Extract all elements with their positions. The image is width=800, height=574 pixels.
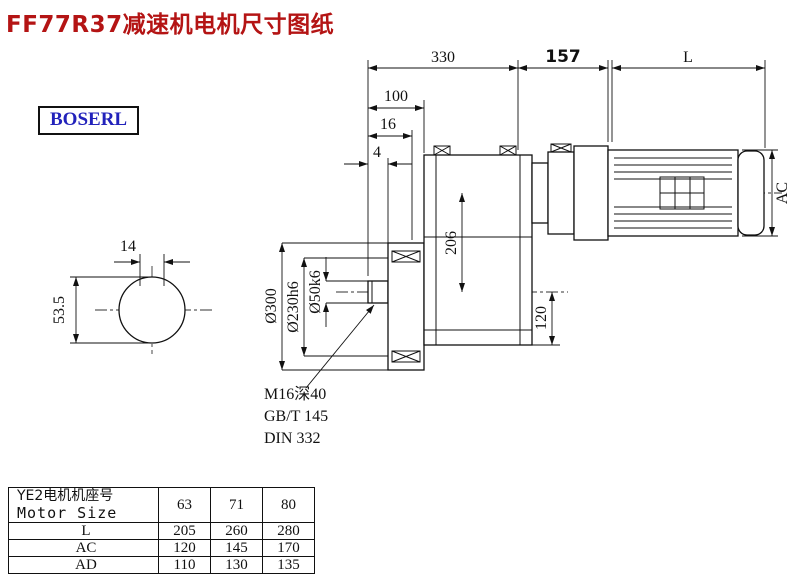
motor-size-label-en: Motor Size	[17, 504, 118, 522]
table-row-AC: AC 120 145 170	[8, 539, 315, 557]
dim-AC-label: AC	[774, 182, 791, 204]
din-standard-note: DIN 332	[264, 430, 320, 447]
dimension-lines	[70, 60, 778, 389]
value-L-80: 280	[262, 522, 315, 540]
frame-size-63: 63	[158, 487, 211, 523]
table-row-L: L 205 260 280	[8, 522, 315, 540]
dim-16-label: 16	[380, 116, 396, 133]
dia-300-label: Ø300	[263, 288, 280, 324]
dia-230-label: Ø230h6	[285, 281, 302, 333]
motor-fins	[614, 157, 732, 229]
row-label-AC: AC	[8, 539, 159, 557]
dim-120-label: 120	[533, 306, 550, 330]
gearbox-side-view	[367, 145, 533, 371]
value-AC-71: 145	[210, 539, 263, 557]
motor-side-view	[531, 143, 765, 241]
shaft-section-view	[118, 276, 186, 344]
frame-size-71: 71	[210, 487, 263, 523]
dim-330-label: 330	[431, 49, 455, 66]
page-title: FF77R37减速机电机尺寸图纸	[6, 12, 335, 38]
spec-table: YE2电机机座号 Motor Size 63 71 80 L 205 260 2…	[8, 487, 315, 574]
value-AD-63: 110	[158, 556, 211, 574]
table-row-AD: AD 110 130 135	[8, 556, 315, 574]
value-AC-80: 170	[262, 539, 315, 557]
technical-drawing: 330 157 L 100 16 4 AC 206 120 Ø300 Ø230h…	[51, 47, 791, 447]
dim-206-label: 206	[443, 231, 460, 255]
thread-note: M16深40	[264, 385, 326, 403]
dia-50-label: Ø50k6	[307, 270, 324, 314]
dim-L-label: L	[683, 49, 693, 66]
value-L-63: 205	[158, 522, 211, 540]
value-AC-63: 120	[158, 539, 211, 557]
frame-size-80: 80	[262, 487, 315, 523]
dim-157-label: 157	[545, 47, 581, 67]
dim-4-label: 4	[373, 144, 381, 161]
dim-100-label: 100	[384, 88, 408, 105]
dim-53-5-label: 53.5	[51, 296, 68, 324]
motor-size-header-cell: YE2电机机座号 Motor Size	[8, 487, 159, 523]
brand-logo: BOSERL	[38, 106, 140, 135]
table-header-row: YE2电机机座号 Motor Size 63 71 80	[8, 487, 315, 523]
row-label-AD: AD	[8, 556, 159, 574]
motor-size-label-cn: YE2电机机座号	[17, 488, 114, 504]
dim-14-label: 14	[120, 238, 136, 255]
dimension-labels: 330 157 L 100 16 4 AC 206 120 Ø300 Ø230h…	[51, 47, 791, 447]
value-L-71: 260	[210, 522, 263, 540]
row-label-L: L	[8, 522, 159, 540]
gb-standard-note: GB/T 145	[264, 408, 328, 425]
value-AD-80: 135	[262, 556, 315, 574]
value-AD-71: 130	[210, 556, 263, 574]
